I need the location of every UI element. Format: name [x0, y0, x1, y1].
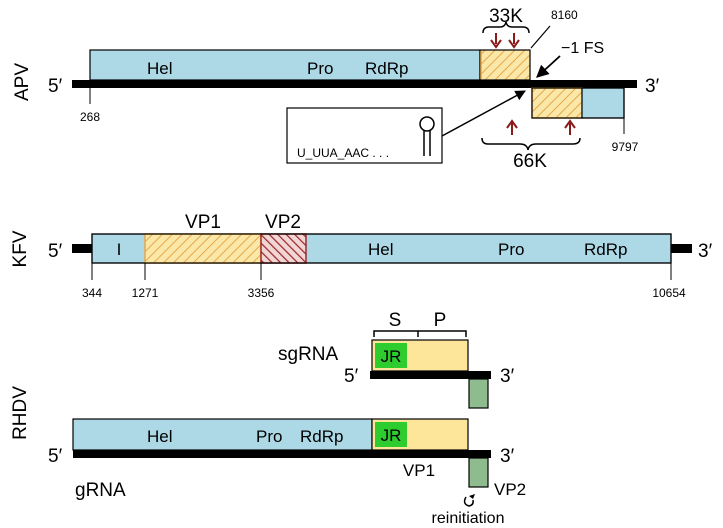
grna-three-prime: 3′ [500, 446, 515, 467]
apv-stemloop-pointer [441, 90, 526, 137]
kfv-pos-3356: 3356 [248, 286, 275, 300]
apv-66k-region [531, 87, 583, 119]
apv-pos-268: 268 [80, 110, 100, 124]
apv-33k-region [479, 49, 531, 81]
apv-8160-leader [530, 25, 551, 49]
grna-rna-line [73, 450, 491, 458]
kfv-pos-1271: 1271 [132, 286, 159, 300]
apv-stemloop-box [286, 107, 443, 164]
sgrna-three-prime: 3′ [500, 366, 515, 387]
grna-vp2-label: VP2 [494, 480, 526, 499]
kfv-label: KFV [10, 230, 31, 267]
grna-jr-box [375, 422, 407, 447]
rhdv-grna: 5′ 3′ JR Hel Pro RdRp VP1 VP2 gRNA reini… [48, 418, 526, 527]
grna-jr-label: JR [381, 426, 402, 445]
sgrna-p-label: P [434, 310, 447, 331]
kfv-rdrp: RdRp [584, 240, 627, 259]
reinitiation-arrowhead [469, 494, 475, 499]
apv-66k-bracket [481, 137, 581, 151]
apv-orf2-tail [581, 87, 625, 119]
kfv-vp1-label: VP1 [185, 212, 221, 233]
apv-33k-bracket [482, 21, 530, 34]
sgrna-vp2-box [468, 378, 489, 409]
kfv-hel: Hel [368, 240, 394, 259]
sgrna-sp-bracket [373, 330, 467, 337]
sgrna-rna-line [370, 371, 491, 379]
kfv-region-i: I [117, 240, 122, 259]
kfv-vp1-region [144, 233, 262, 264]
apv-pro: Pro [307, 59, 333, 78]
apv-hel: Hel [147, 59, 173, 78]
kfv-pro: Pro [498, 240, 524, 259]
kfv-vp2-region [260, 233, 307, 264]
kfv-three-prime: 3′ [698, 241, 713, 262]
kfv-rna-line-right [670, 244, 692, 253]
apv-five-prime: 5′ [48, 76, 63, 97]
apv-66k-label: 66K [513, 151, 547, 172]
kfv-rna-line-left [72, 244, 94, 253]
grna-pro: Pro [256, 427, 282, 446]
kfv-vp2-label: VP2 [265, 212, 301, 233]
reinitiation-curved-arrow [463, 496, 474, 507]
kfv-five-prime: 5′ [48, 241, 63, 262]
grna-vp1-label: VP1 [403, 461, 435, 480]
grna-vp2-box [468, 457, 489, 488]
apv-frameshift-label: −1 FS [561, 40, 604, 57]
apv-pos-8160: 8160 [551, 8, 578, 22]
apv-three-prime: 3′ [645, 76, 660, 97]
apv-orf1-box [89, 49, 481, 81]
reinitiation-label: reinitiation [432, 510, 505, 527]
sgrna-jr-label: JR [381, 347, 402, 366]
apv-33k-label: 33K [489, 6, 523, 27]
grna-label: gRNA [75, 480, 126, 501]
apv-slippery-sequence: U_UUA_AAC . . . [297, 146, 389, 160]
rhdv-label: RHDV [10, 386, 31, 440]
kfv-pos-344: 344 [82, 286, 102, 300]
grna-hel: Hel [147, 427, 173, 446]
apv-pos-9797: 9797 [612, 140, 639, 154]
apv-rdrp: RdRp [365, 59, 408, 78]
kfv-pos-10654: 10654 [652, 286, 686, 300]
apv-rna-line [72, 80, 637, 88]
rhdv-section: RHDV S P sgRNA 5′ 3′ JR 5′ 3′ JR Hel [10, 310, 526, 527]
apv-66k-cleavage-arrows [506, 119, 576, 135]
sgrna-s-label: S [389, 310, 402, 331]
sgrna-label: sgRNA [278, 344, 339, 365]
apv-33k-cleavage-arrows [490, 33, 520, 49]
apv-fs-arrow [536, 55, 561, 78]
stem-loop-icon [419, 116, 435, 156]
apv-label: APV [12, 63, 33, 101]
apv-section: APV 5′ 3′ Hel Pro RdRp 33K 8160 −1 FS [12, 6, 660, 172]
sgrna-five-prime: 5′ [344, 366, 359, 387]
apv-orf2-outline [531, 87, 625, 119]
grna-rdrp: RdRp [300, 427, 343, 446]
kfv-orf-outline [91, 233, 672, 264]
kfv-section: KFV 5′ 3′ I VP1 VP2 Hel Pro RdRp 344 127… [10, 212, 713, 300]
grna-five-prime: 5′ [48, 446, 63, 467]
sgrna-jr-box [375, 343, 407, 368]
rhdv-sgrna: S P sgRNA 5′ 3′ JR [278, 310, 515, 409]
